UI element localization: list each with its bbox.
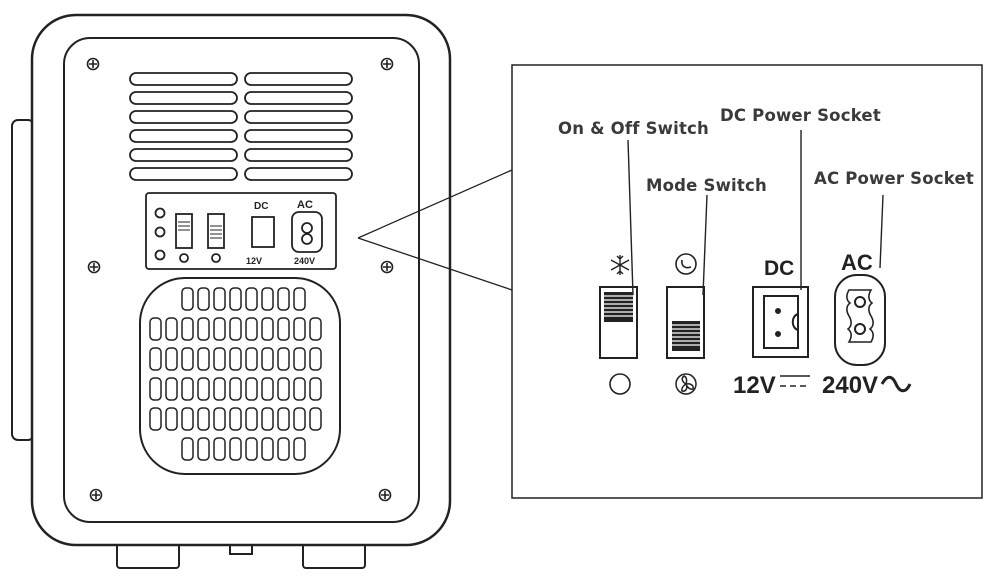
rear-panel bbox=[63, 37, 420, 523]
power-off-icon bbox=[609, 373, 631, 395]
fan-icon bbox=[675, 373, 697, 395]
left-handle bbox=[11, 119, 35, 441]
on-off-switch[interactable] bbox=[599, 286, 638, 359]
mode-switch-callout: Mode Switch bbox=[646, 176, 767, 195]
control-panel-small bbox=[145, 192, 337, 270]
dc-current-symbol bbox=[780, 375, 810, 387]
screw-icon bbox=[86, 57, 394, 502]
mode-switch[interactable] bbox=[666, 286, 705, 359]
dc-power-socket[interactable] bbox=[752, 286, 809, 358]
outer-shell bbox=[30, 13, 452, 547]
small-dc-label: DC bbox=[254, 201, 268, 212]
snowflake-icon bbox=[610, 255, 630, 275]
eco-mode-icon bbox=[675, 253, 697, 275]
dc-voltage-label: 12V bbox=[733, 372, 776, 399]
dc-label: DC bbox=[764, 257, 794, 280]
ac-current-symbol bbox=[880, 375, 912, 393]
ac-socket-callout: AC Power Socket bbox=[814, 169, 974, 188]
fridge-body bbox=[11, 13, 452, 569]
small-ac-voltage: 240V bbox=[294, 256, 315, 266]
dc-socket-callout: DC Power Socket bbox=[720, 106, 881, 125]
leader-lines bbox=[627, 130, 884, 296]
small-dc-voltage: 12V bbox=[246, 256, 262, 266]
on-off-switch-callout: On & Off Switch bbox=[558, 119, 709, 138]
ac-label: AC bbox=[841, 250, 873, 275]
vent-grille bbox=[129, 72, 353, 181]
detail-panel bbox=[511, 64, 983, 499]
zoom-lines bbox=[357, 169, 513, 291]
fan-grille bbox=[139, 277, 341, 475]
ac-voltage-label: 240V bbox=[822, 372, 878, 399]
ac-power-socket[interactable] bbox=[834, 274, 886, 366]
small-ac-label: AC bbox=[297, 199, 313, 211]
